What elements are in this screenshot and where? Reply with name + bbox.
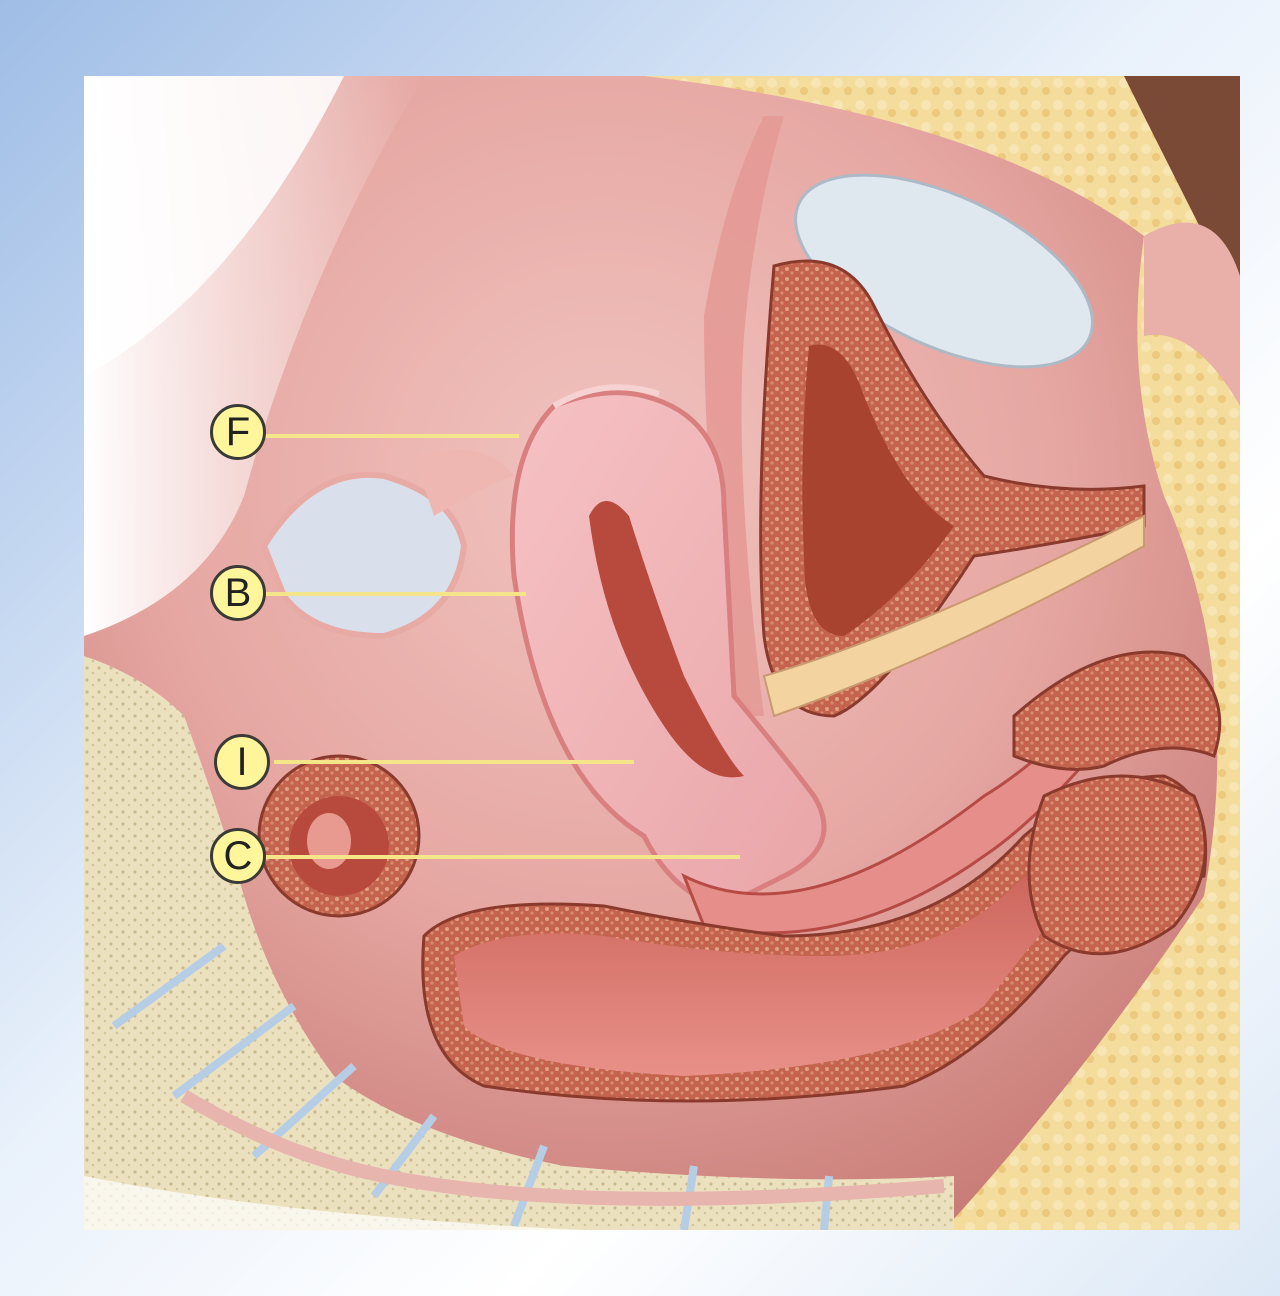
pelvis-sagittal-illustration	[84, 76, 1240, 1230]
label-c: C	[210, 828, 266, 884]
label-b: B	[210, 565, 266, 621]
label-f: F	[210, 404, 266, 460]
label-i: I	[214, 734, 270, 790]
figure-frame: F B I C	[84, 76, 1240, 1230]
